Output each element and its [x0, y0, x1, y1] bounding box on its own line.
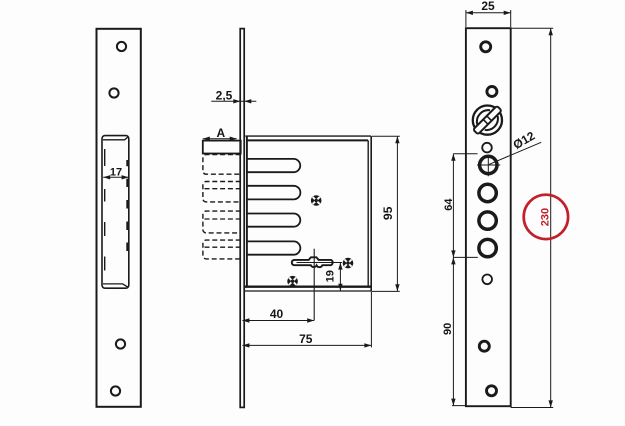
arrowhead [395, 284, 400, 292]
dim-bolt-throw [202, 136, 237, 141]
screw [310, 195, 322, 206]
dim-body-height [371, 135, 400, 292]
screw [287, 275, 298, 287]
label-bolt-throw: A [216, 126, 225, 140]
dim-plate-length [510, 27, 570, 408]
bolt-hole [477, 237, 499, 259]
keyhole [290, 248, 342, 321]
faceplate-front-view [451, 10, 570, 408]
strike-screw-hole [114, 338, 127, 350]
highlight-circle [522, 193, 570, 241]
faceplate-screw-hole [485, 85, 499, 98]
deadbolts [201, 139, 242, 260]
diameter-leader [488, 141, 542, 165]
label-bolt-hole-diameter: Ø12 [511, 128, 538, 152]
bolt-hole-crosshair [477, 154, 501, 177]
dim-hole-spans [451, 153, 478, 407]
bolt-hidden [202, 153, 241, 175]
bolt-slots [247, 158, 302, 256]
arrowhead [451, 257, 456, 265]
strike-cutout [101, 134, 130, 290]
case-screws [287, 195, 354, 287]
dim-cutout-width [103, 175, 129, 180]
label-plate-width: 25 [481, 0, 495, 13]
dim-plate-width [465, 10, 512, 27]
arrowhead [338, 283, 343, 291]
dim-faceplate-thickness [211, 99, 257, 104]
dim-backset [242, 318, 315, 323]
arrowhead [233, 99, 241, 104]
label-faceplate-thickness: 2,5 [216, 88, 233, 102]
bolt-hidden [202, 180, 241, 203]
faceplate-edge [239, 27, 246, 409]
strike-plate-outline [95, 27, 142, 408]
label-plate-length: 230 [539, 208, 551, 226]
arrowhead [121, 175, 129, 180]
lock-case [244, 135, 372, 292]
arrowhead [395, 136, 400, 144]
arrowhead [548, 28, 553, 36]
arrowhead [202, 136, 210, 141]
strike-plate-view [95, 27, 142, 408]
arrowhead [364, 343, 372, 348]
label-cutout-width: 17 [110, 166, 122, 178]
arrowhead [338, 262, 343, 270]
label-body-depth: 75 [299, 332, 313, 346]
bolt-hole [477, 182, 499, 204]
faceplate-screw-hole [477, 339, 491, 353]
arrowhead [548, 400, 553, 408]
label-bolt-holes-span: 64 [443, 198, 455, 211]
arrowhead [451, 398, 456, 406]
arrowhead [103, 175, 111, 180]
bolt-extended [201, 139, 242, 155]
faceplate-small-hole [481, 141, 493, 154]
bolt-hidden [202, 239, 241, 260]
bolt-hidden-line [204, 188, 240, 248]
arrowhead [451, 153, 456, 161]
arrowhead [465, 10, 473, 15]
faceplate-outline [464, 27, 512, 408]
dim-keyhole-offset [338, 262, 343, 291]
label-lower-section: 90 [442, 323, 454, 335]
strike-screw-hole [108, 87, 120, 99]
arrowhead [307, 318, 315, 323]
screw [342, 257, 354, 269]
arrowhead [229, 136, 237, 141]
arrowhead [451, 250, 456, 258]
faceplate-small-hole [481, 273, 493, 286]
label-keyhole-offset: 19 [324, 270, 336, 282]
arrowhead [242, 318, 250, 323]
arrowhead [244, 99, 252, 104]
faceplate-screw-hole [479, 40, 493, 54]
bolt-hidden [202, 210, 241, 234]
key-cylinder [471, 104, 504, 136]
dim-body-depth [242, 291, 372, 348]
strike-screw-hole [115, 40, 128, 53]
label-body-height: 95 [381, 206, 395, 220]
arrowhead [242, 343, 250, 348]
label-backset: 40 [270, 307, 284, 321]
faceplate-screw-hole [485, 384, 498, 398]
strike-screw-hole [109, 385, 122, 397]
arrowhead [503, 10, 511, 15]
lock-body-side-view [201, 27, 400, 409]
bolt-hole [477, 210, 499, 232]
